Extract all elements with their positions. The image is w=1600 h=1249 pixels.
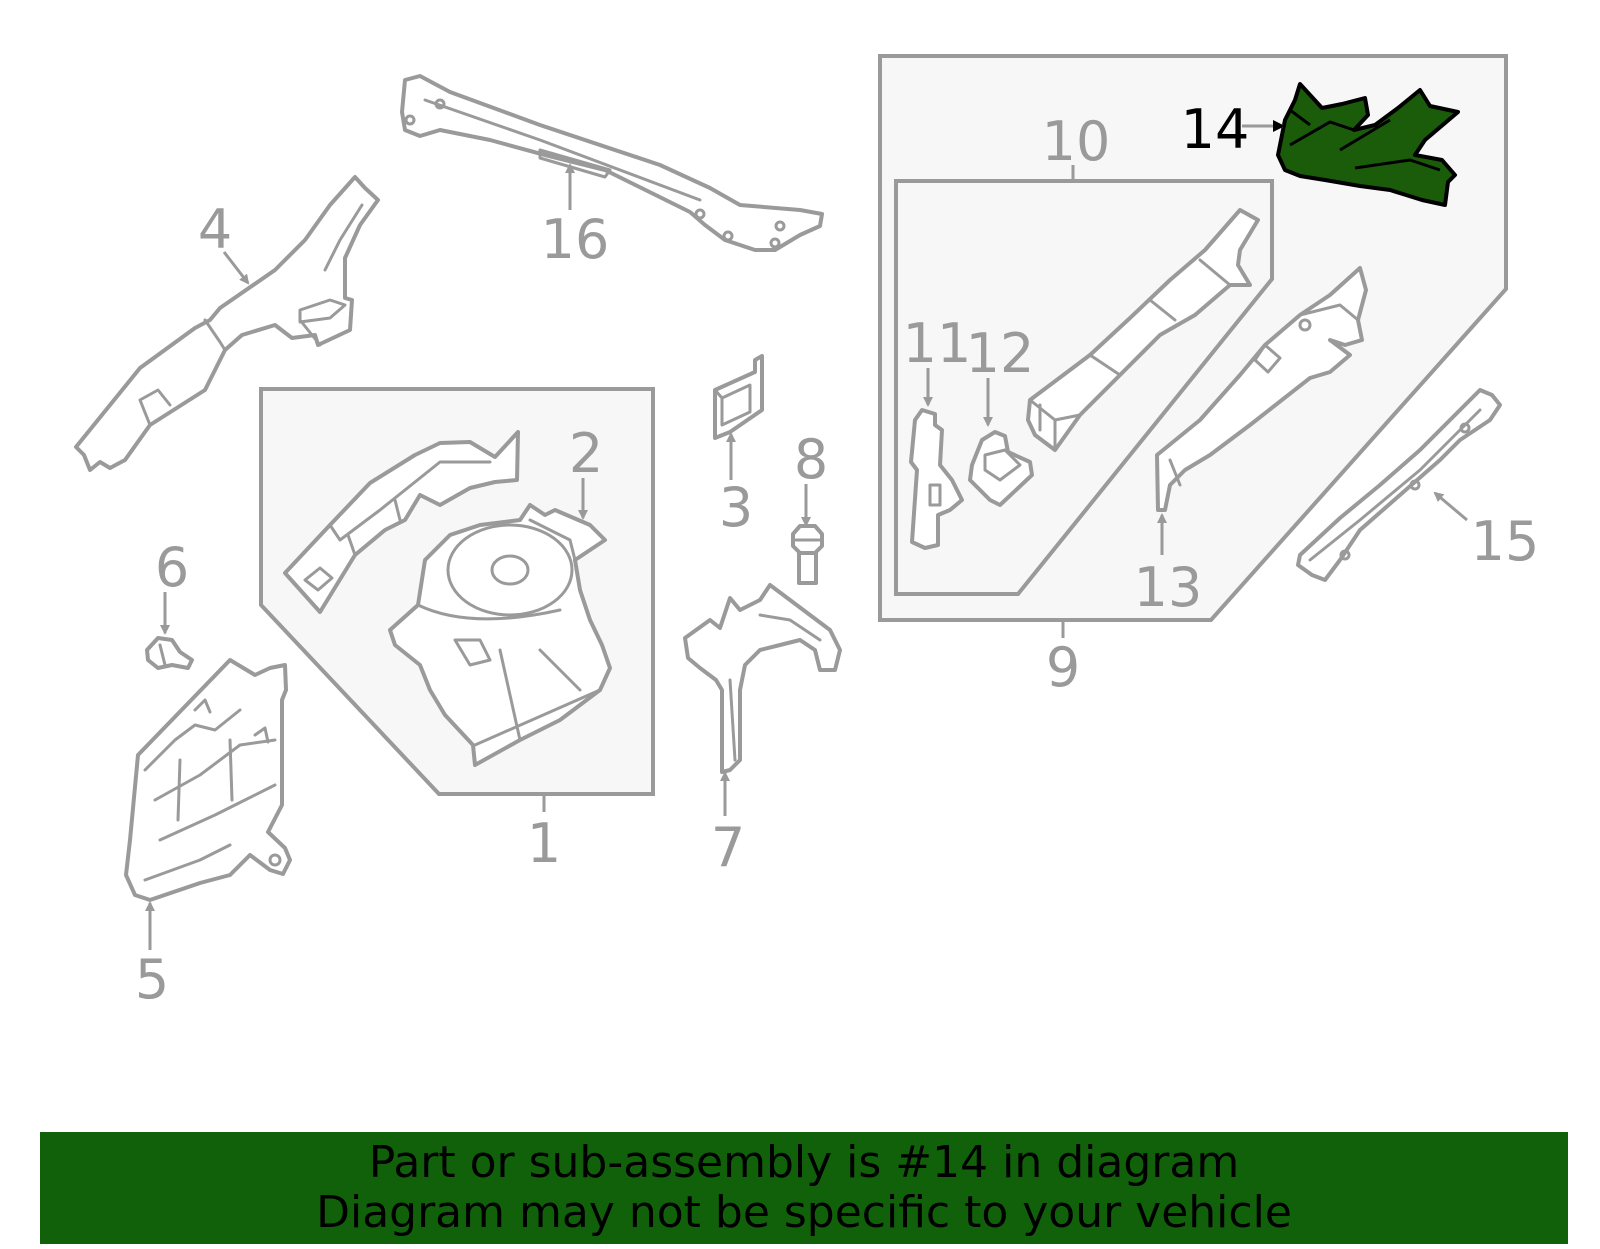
callout-15: 15 bbox=[1471, 510, 1540, 573]
info-banner: Part or sub-assembly is #14 in diagram D… bbox=[40, 1132, 1568, 1244]
part-11-plate bbox=[909, 408, 964, 550]
callout-4: 4 bbox=[198, 198, 232, 261]
callout-14: 14 bbox=[1181, 98, 1250, 161]
part-2-strut-tower bbox=[388, 503, 612, 767]
leader-4 bbox=[222, 251, 250, 285]
part-8-bolt bbox=[791, 524, 824, 585]
part-3-bracket bbox=[713, 354, 764, 440]
part-1-rail-piece bbox=[283, 430, 520, 614]
part-15-reinforcement bbox=[1296, 388, 1502, 582]
callout-8: 8 bbox=[794, 428, 828, 491]
part-10-side-rail bbox=[1026, 208, 1260, 452]
callout-2: 2 bbox=[569, 422, 603, 485]
callout-7: 7 bbox=[711, 816, 745, 879]
callout-5: 5 bbox=[135, 948, 169, 1011]
leader-15 bbox=[1433, 491, 1468, 522]
callout-6: 6 bbox=[155, 536, 189, 599]
part-12-bracket bbox=[968, 430, 1034, 507]
part-4-apron-rail bbox=[74, 175, 380, 472]
part-5-wheelhouse-panel bbox=[124, 658, 292, 902]
banner-line-1: Part or sub-assembly is #14 in diagram bbox=[368, 1137, 1240, 1188]
banner-line-2: Diagram may not be specific to your vehi… bbox=[316, 1187, 1292, 1238]
callout-10: 10 bbox=[1042, 110, 1111, 173]
callout-11: 11 bbox=[903, 312, 972, 375]
part-13-inner-rail bbox=[1155, 266, 1368, 512]
part-6-clip bbox=[145, 636, 194, 670]
callout-12: 12 bbox=[966, 322, 1035, 385]
callout-3: 3 bbox=[719, 476, 753, 539]
callout-9: 9 bbox=[1046, 636, 1080, 699]
callout-16: 16 bbox=[541, 208, 610, 271]
part-7-support bbox=[683, 583, 842, 774]
callout-13: 13 bbox=[1134, 556, 1203, 619]
callout-1: 1 bbox=[527, 812, 561, 875]
part-14-gusset-highlighted[interactable] bbox=[1276, 82, 1460, 207]
part-16-cross-member bbox=[400, 74, 824, 252]
